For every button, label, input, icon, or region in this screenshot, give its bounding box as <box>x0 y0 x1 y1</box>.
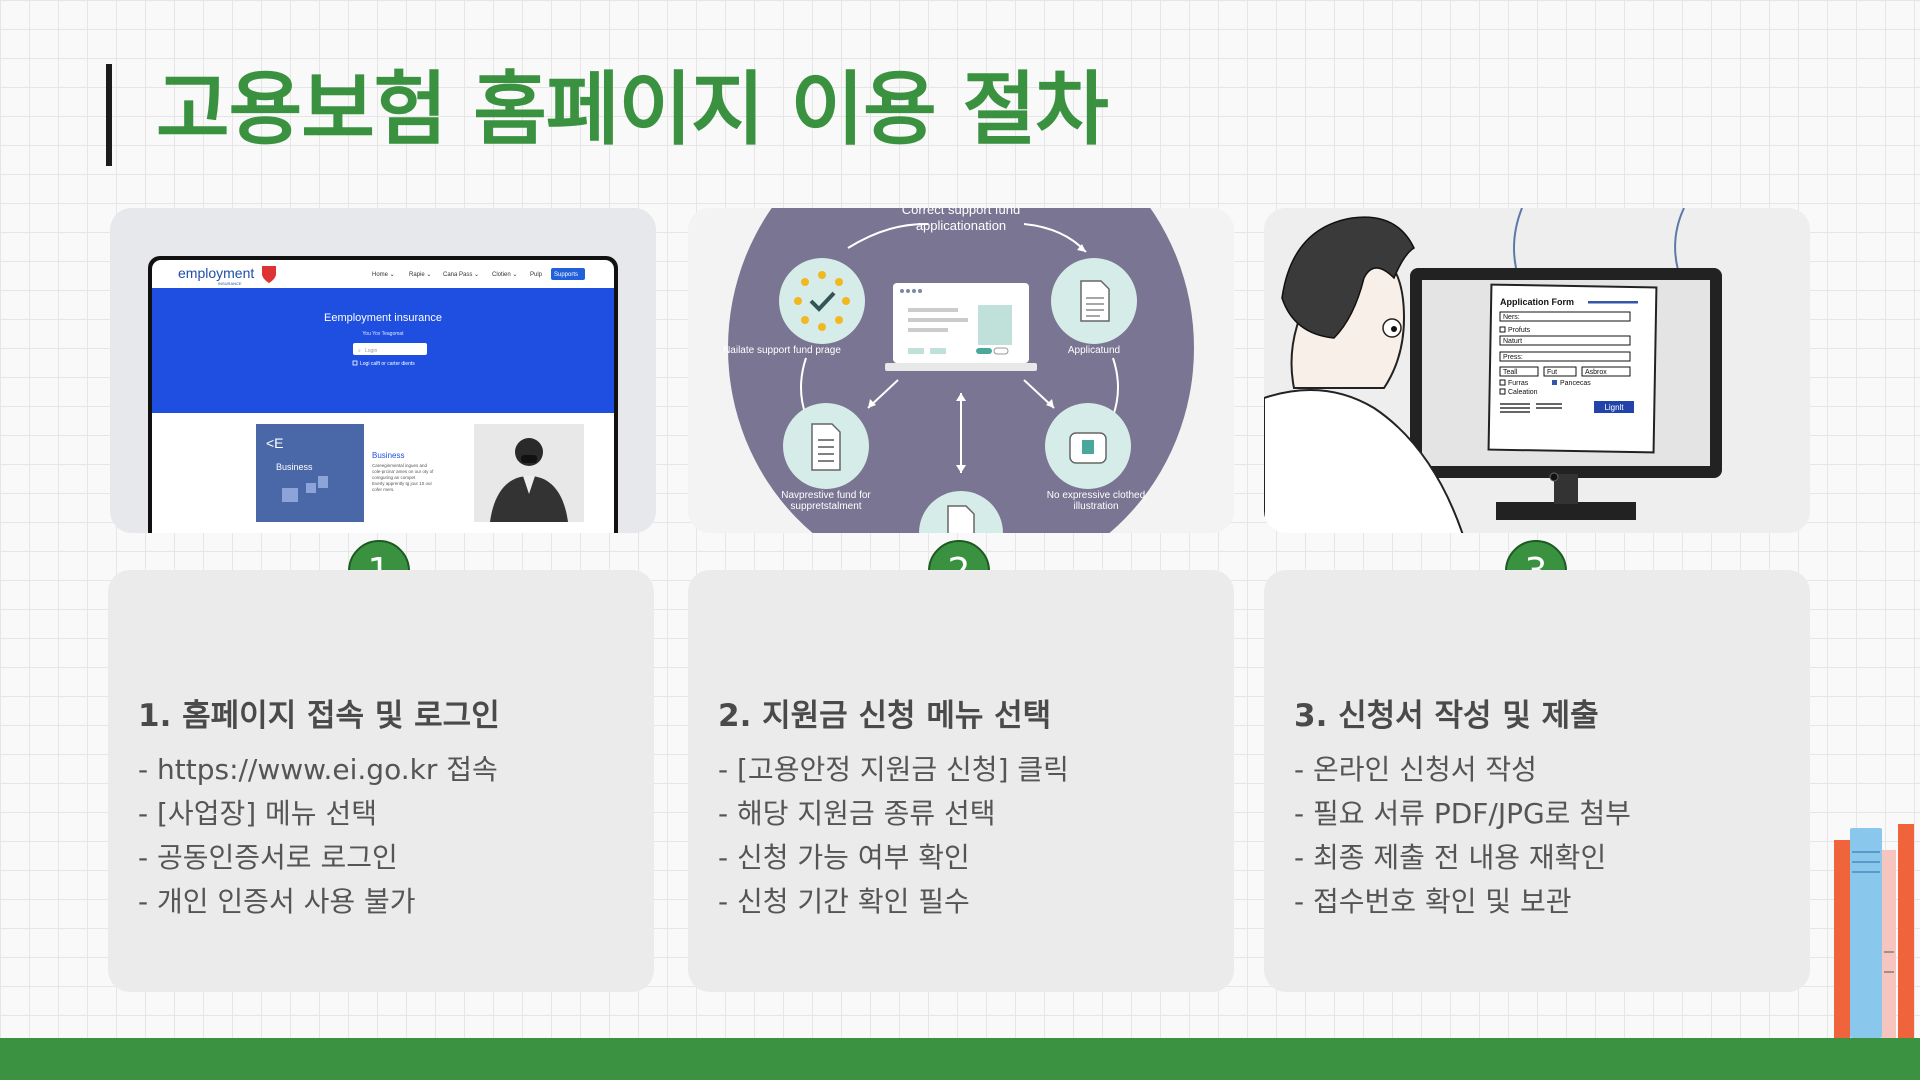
books-decoration-icon <box>1834 824 1914 1038</box>
step-card-3: 3. 신청서 작성 및 제출 - 온라인 신청서 작성 - 필요 서류 PDF/… <box>1264 570 1810 992</box>
nav-item-rapie: Rapie ⌄ <box>409 272 431 278</box>
diagram-left-top-label: Nailate support fund prage <box>723 345 841 356</box>
business-line: Everly apprently tg jour 10 our <box>372 481 433 486</box>
form-field-label: Fut <box>1547 369 1557 376</box>
form-field-label: Teall <box>1503 369 1518 376</box>
process-diagram-image: Correct support fund applicationation Na… <box>688 208 1234 533</box>
support-process-diagram: Correct support fund applicationation Na… <box>688 208 1234 533</box>
form-submit-button: Lignlt <box>1604 403 1624 412</box>
nav-item-home: Home ⌄ <box>372 272 395 278</box>
business-line: comguring an compet <box>372 475 416 480</box>
search-icon: ⌕ <box>358 348 361 354</box>
application-form-illustration: Application Form Ners: Profuts Naturt Pr… <box>1264 208 1810 533</box>
step-2-item: - 신청 기간 확인 필수 <box>718 885 970 918</box>
step-card-1: 1. 홈페이지 접속 및 로그인 - https://www.ei.go.kr … <box>108 570 654 992</box>
step-3-title: 3. 신청서 작성 및 제출 <box>1294 698 1599 734</box>
form-checkbox-label: Furras <box>1508 380 1529 387</box>
nav-supports-button: Supports <box>554 272 578 278</box>
step-2-title: 2. 지원금 신청 메뉴 선택 <box>718 698 1052 734</box>
hero-title: Eemployment insurance <box>324 312 442 324</box>
step-3-item: - 필요 서류 PDF/JPG로 첨부 <box>1294 797 1631 830</box>
person-at-monitor-illustration: Application Form Ners: Profuts Naturt Pr… <box>1264 208 1810 533</box>
diagram-right-bottom-label: illustration <box>1073 501 1118 512</box>
form-checkbox-label: Caleation <box>1508 389 1538 396</box>
step-3-item: - 온라인 신청서 작성 <box>1294 753 1537 786</box>
diagram-top-label: applicationation <box>916 218 1006 233</box>
footer-bar <box>0 1038 1920 1080</box>
step-1-item: - 개인 인증서 사용 불가 <box>138 885 416 918</box>
diagram-left-bottom-label: Navprestive fund for <box>781 490 871 501</box>
step-2-list: - [고용안정 지원금 신청] 클릭 - 해당 지원금 종류 선택 - 신청 가… <box>718 748 1069 924</box>
laptop-screenshot-illustration: employment INSURANCE Home ⌄ Rapie ⌄ Cana… <box>110 208 656 533</box>
tile-arrow-icon: <E <box>266 435 284 451</box>
business-line: cofer mers. <box>372 487 395 492</box>
step-1-title: 1. 홈페이지 접속 및 로그인 <box>138 698 500 734</box>
step-3-list: - 온라인 신청서 작성 - 필요 서류 PDF/JPG로 첨부 - 최종 제출… <box>1294 748 1631 924</box>
step-3-item: - 접수번호 확인 및 보관 <box>1294 885 1572 918</box>
document-icon <box>1080 280 1110 322</box>
site-logo-subtext: INSURANCE <box>218 281 242 286</box>
step-1-item: - https://www.ei.go.kr 접속 <box>138 753 498 786</box>
nav-item-pulp: Pulp <box>530 272 543 278</box>
step-1-item: - [사업장] 메뉴 선택 <box>138 797 377 830</box>
title-accent-bar <box>106 64 112 166</box>
form-field-label: Naturt <box>1503 338 1522 345</box>
form-checkbox-label: Pancecas <box>1560 380 1591 387</box>
form-checkbox-label: Profuts <box>1508 327 1531 334</box>
step-2-item: - 해당 지원금 종류 선택 <box>718 797 996 830</box>
shield-logo-icon <box>262 266 276 283</box>
form-title: Application Form <box>1500 297 1574 307</box>
hero-search-placeholder: Login <box>365 348 377 354</box>
form-field-label: Press: <box>1503 354 1523 361</box>
site-logo-text: employment <box>178 265 254 281</box>
step-card-2: 2. 지원금 신청 메뉴 선택 - [고용안정 지원금 신청] 클릭 - 해당 … <box>688 570 1234 992</box>
business-person-photo <box>490 438 568 522</box>
diagram-top-label: Correct support fund <box>902 208 1021 217</box>
tile-label: Business <box>276 462 313 472</box>
hero-subtitle: You Yox Teagomat <box>362 331 404 337</box>
page-title: 고용보험 홈페이지 이용 절차 <box>156 63 1109 156</box>
step-2-item: - 신청 가능 여부 확인 <box>718 841 970 874</box>
form-field-label: Asbrox <box>1585 369 1607 376</box>
step-1-list: - https://www.ei.go.kr 접속 - [사업장] 메뉴 선택 … <box>138 748 498 924</box>
diagram-right-top-label: Applicatund <box>1068 345 1120 356</box>
diagram-left-bottom-label: suppretstalment <box>790 501 861 512</box>
person-figure <box>1264 216 1464 533</box>
nav-item-cana-pass: Cana Pass ⌄ <box>443 272 479 278</box>
homepage-screenshot-image: employment INSURANCE Home ⌄ Rapie ⌄ Cana… <box>110 208 656 533</box>
org-chart-icon <box>282 476 328 502</box>
business-line: cole-prcina' ames on our oty of <box>372 469 434 474</box>
diagram-node-support-fund <box>779 258 865 344</box>
business-title: Business <box>372 451 404 460</box>
step-1-item: - 공동인증서로 로그인 <box>138 841 398 874</box>
step-3-item: - 최종 제출 전 내용 재확인 <box>1294 841 1607 874</box>
business-line: Careeginmental ingues and <box>372 463 428 468</box>
nav-item-clotien: Clotien ⌄ <box>492 272 517 278</box>
hero-checkbox-label: Logi calft or carter dients <box>360 361 415 367</box>
form-field-label: Ners: <box>1503 314 1520 321</box>
diagram-right-bottom-label: No expressive clothed <box>1047 490 1145 501</box>
step-2-item: - [고용안정 지원금 신청] 클릭 <box>718 753 1069 786</box>
